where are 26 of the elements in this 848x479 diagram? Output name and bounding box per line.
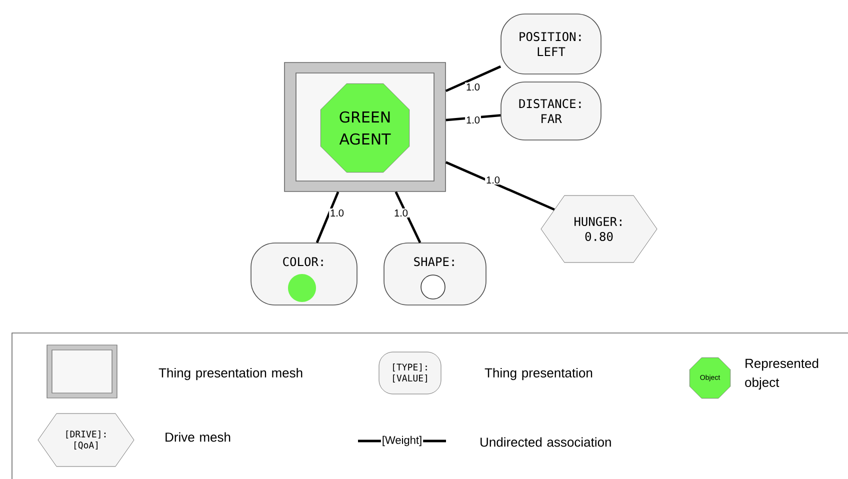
shape-circle xyxy=(420,274,446,300)
attribute-pill: SHAPE: xyxy=(384,242,486,306)
association-line xyxy=(316,191,340,244)
pill-sample: [TYPE]: [VALUE] xyxy=(378,352,442,394)
association-line xyxy=(445,161,555,211)
edge-label: 1.0 xyxy=(485,175,501,185)
legend-text: Drive mesh xyxy=(166,432,230,442)
edge-label: 1.0 xyxy=(465,82,481,92)
attribute-pill: DISTANCE: FAR xyxy=(500,82,602,140)
legend-text: Represented object xyxy=(745,358,818,390)
association-line xyxy=(446,114,501,122)
legend-text: Thing presentation xyxy=(484,368,592,380)
edge-label: 1.0 xyxy=(329,208,345,218)
legend-text: Thing presentation mesh xyxy=(158,368,302,380)
hexagon-sample: [DRIVE]: [QoA] xyxy=(38,413,134,467)
edge-label: 1.0 xyxy=(465,115,481,125)
association-line xyxy=(445,65,502,92)
color-dot xyxy=(288,274,316,302)
drive-hexagon: HUNGER: 0.80 xyxy=(540,195,658,263)
attribute-pill: POSITION: LEFT xyxy=(500,14,602,74)
object-octagon: GREEN AGENT xyxy=(320,83,410,173)
attribute-pill: COLOR: xyxy=(250,242,358,306)
association-sample: [Weight] xyxy=(358,434,446,448)
association-line xyxy=(394,191,422,244)
legend-text: Undirected association xyxy=(480,437,611,447)
edge-label: 1.0 xyxy=(393,208,409,218)
